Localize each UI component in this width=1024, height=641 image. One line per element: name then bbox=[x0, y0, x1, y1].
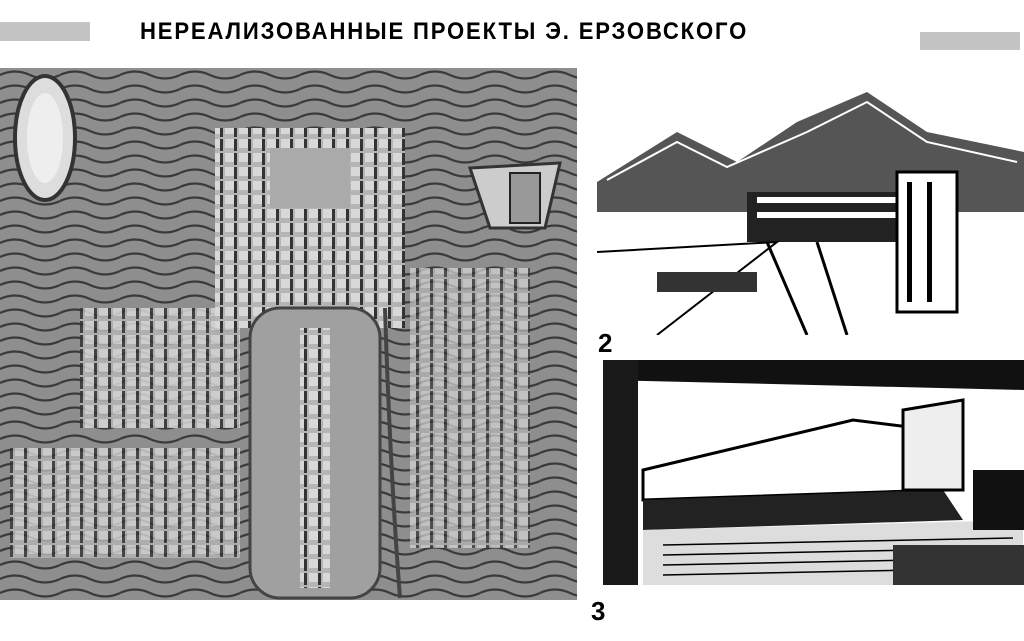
building-perspective-drawing bbox=[603, 360, 1024, 585]
figure-label-3: 3 bbox=[591, 596, 606, 626]
decorative-bar-left bbox=[0, 22, 90, 41]
mountain-perspective-drawing bbox=[597, 72, 1024, 335]
page-title: НЕРЕАЛИЗОВАННЫЕ ПРОЕКТЫ Э. ЕРЗОВСКОГО bbox=[140, 18, 749, 45]
figure-label-2: 2 bbox=[598, 328, 613, 358]
decorative-bar-right bbox=[920, 32, 1020, 50]
site-plan-model-photo bbox=[0, 68, 577, 600]
